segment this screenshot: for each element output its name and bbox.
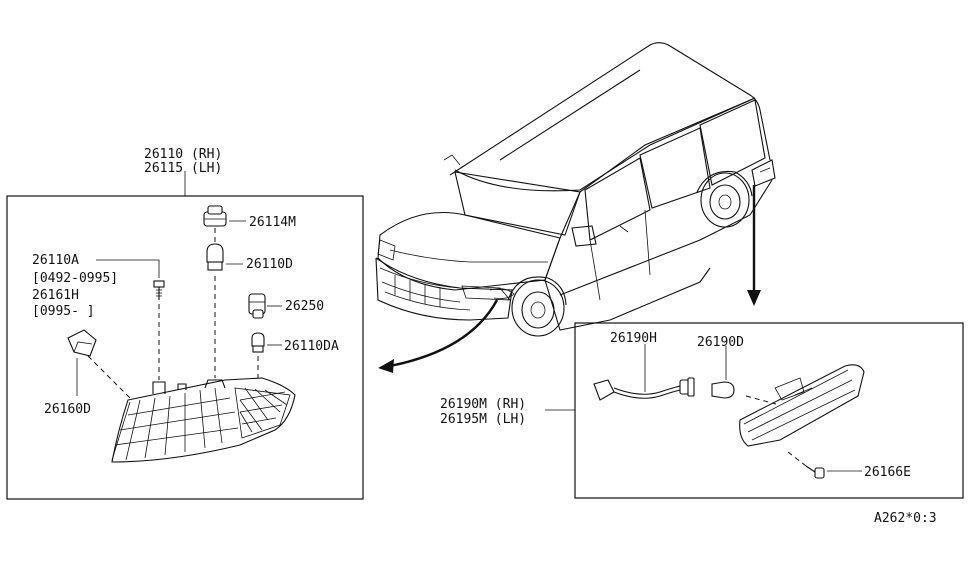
front-lamp-housing[interactable]: [111, 377, 296, 463]
label-26160D: 26160D: [44, 402, 91, 417]
panel-frame-right: [574, 322, 964, 499]
label-26114M: 26114M: [249, 215, 296, 230]
label-26250: 26250: [285, 299, 324, 314]
bulb-26110DA-icon[interactable]: [251, 332, 265, 353]
callout-arrow-rear: [747, 185, 761, 306]
label-date-range-1: [0492-0995]: [32, 271, 118, 286]
bulb-26190D-icon[interactable]: [711, 381, 735, 399]
label-date-range-2: [0995- ]: [32, 304, 95, 319]
minivan-illustration: [375, 42, 776, 337]
bulb-26110D-icon[interactable]: [206, 243, 224, 271]
label-side-assy-rh: 26190M (RH): [440, 397, 526, 412]
label-26110D: 26110D: [246, 257, 293, 272]
label-26166E: 26166E: [864, 465, 911, 480]
front-combination-lamp-panel: 26110 (RH) 26115 (LH) 26114M 26110D 2611…: [6, 147, 364, 500]
screw-26110A-icon[interactable]: [153, 280, 165, 300]
label-26190D: 26190D: [697, 335, 744, 350]
callout-arrow-front: [378, 299, 499, 373]
label-front-assy-rh: 26110 (RH): [144, 147, 222, 162]
label-26110DA: 26110DA: [284, 339, 339, 354]
label-26110A: 26110A: [32, 253, 79, 268]
label-26190H: 26190H: [610, 331, 657, 346]
figure-code: A262*0:3: [874, 511, 937, 526]
socket-26250-icon[interactable]: [248, 293, 266, 319]
screw-26166E-icon[interactable]: [805, 465, 825, 479]
harness-26190H-icon[interactable]: [593, 377, 695, 401]
socket-26114M-icon[interactable]: [203, 205, 227, 227]
side-marker-lamp-housing[interactable]: [739, 364, 865, 447]
label-side-assy-lh: 26195M (LH): [440, 412, 526, 427]
label-front-assy-lh: 26115 (LH): [144, 161, 222, 176]
side-marker-lamp-panel: 26190H 26190D 26190M (RH) 26195M (LH) 26…: [440, 322, 964, 499]
label-26161H: 26161H: [32, 288, 79, 303]
socket-26160D-icon[interactable]: [67, 329, 97, 357]
